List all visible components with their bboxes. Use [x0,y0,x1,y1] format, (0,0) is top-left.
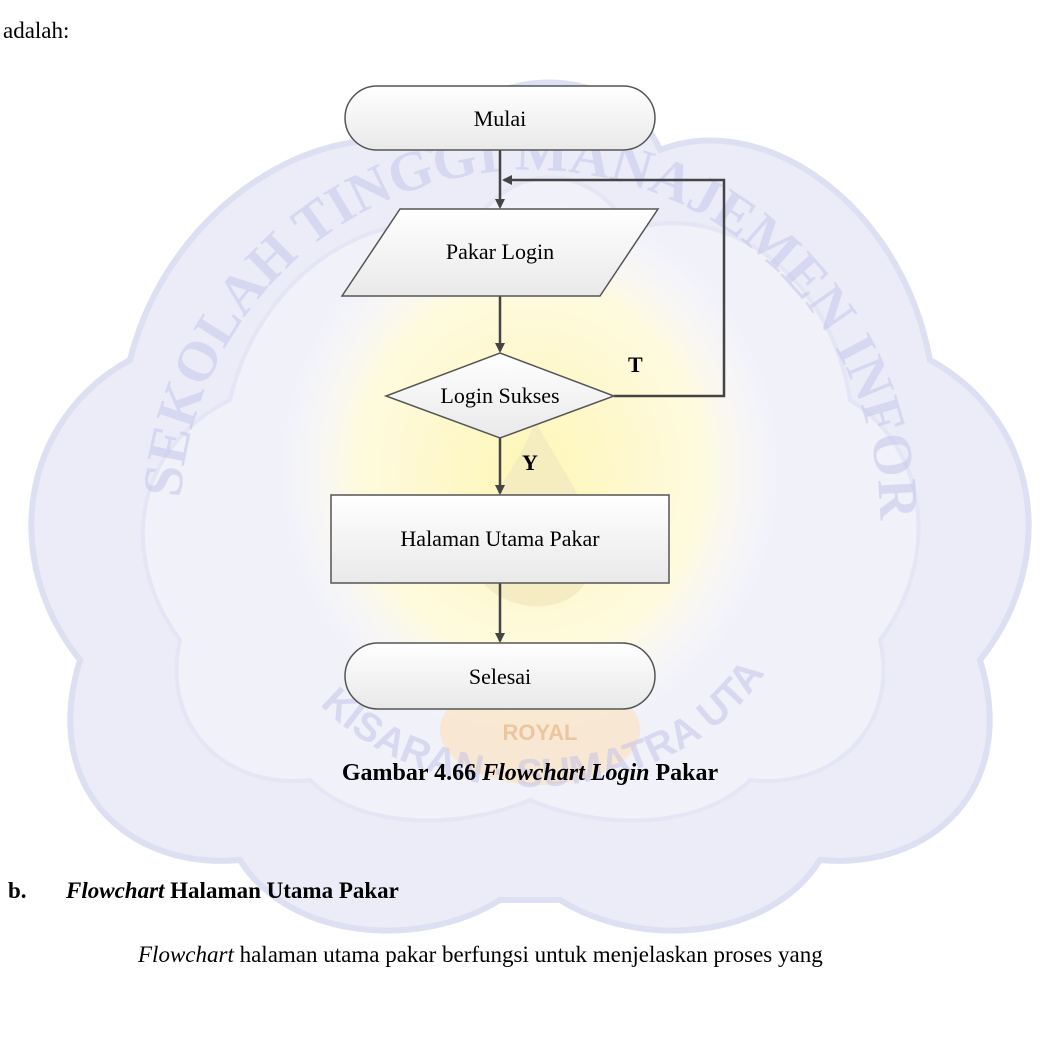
caption-italic: Flowchart Login [482,760,650,786]
input-label: Pakar Login [446,239,554,264]
connector-decision-no-loop [502,175,726,398]
intro-text: adalah: [3,18,70,43]
section-heading-rest: Halaman Utama Pakar [164,878,399,903]
section-heading: b. Flowchart Halaman Utama Pakar [8,878,399,904]
caption-prefix: Gambar 4.66 [341,760,483,786]
start-label: Mulai [474,106,527,131]
body-paragraph: Flowchart halaman utama pakar berfungsi … [138,942,823,968]
caption-suffix: Pakar [649,760,719,786]
section-letter: b. [8,878,27,903]
svg-text:ROYAL: ROYAL [503,720,578,745]
paragraph-rest: halaman utama pakar berfungsi untuk menj… [233,942,823,967]
no-branch-label: T [628,352,643,377]
process-label: Halaman Utama Pakar [400,526,600,551]
start-terminator: Mulai [344,85,656,151]
process-rectangle: Halaman Utama Pakar [330,494,670,584]
decision-diamond: Login Sukses [383,352,617,439]
figure-caption: Gambar 4.66 Flowchart Login Pakar [0,760,1060,787]
flowchart: Mulai Pakar Login Login Sukses T Y Halam… [330,85,726,710]
end-terminator: Selesai [344,642,656,710]
section-heading-italic: Flowchart [66,878,165,903]
decision-label: Login Sukses [440,383,559,408]
paragraph-italic: Flowchart [138,942,234,967]
yes-branch-label: Y [522,450,538,475]
input-parallelogram: Pakar Login [340,208,660,297]
end-label: Selesai [469,664,531,689]
